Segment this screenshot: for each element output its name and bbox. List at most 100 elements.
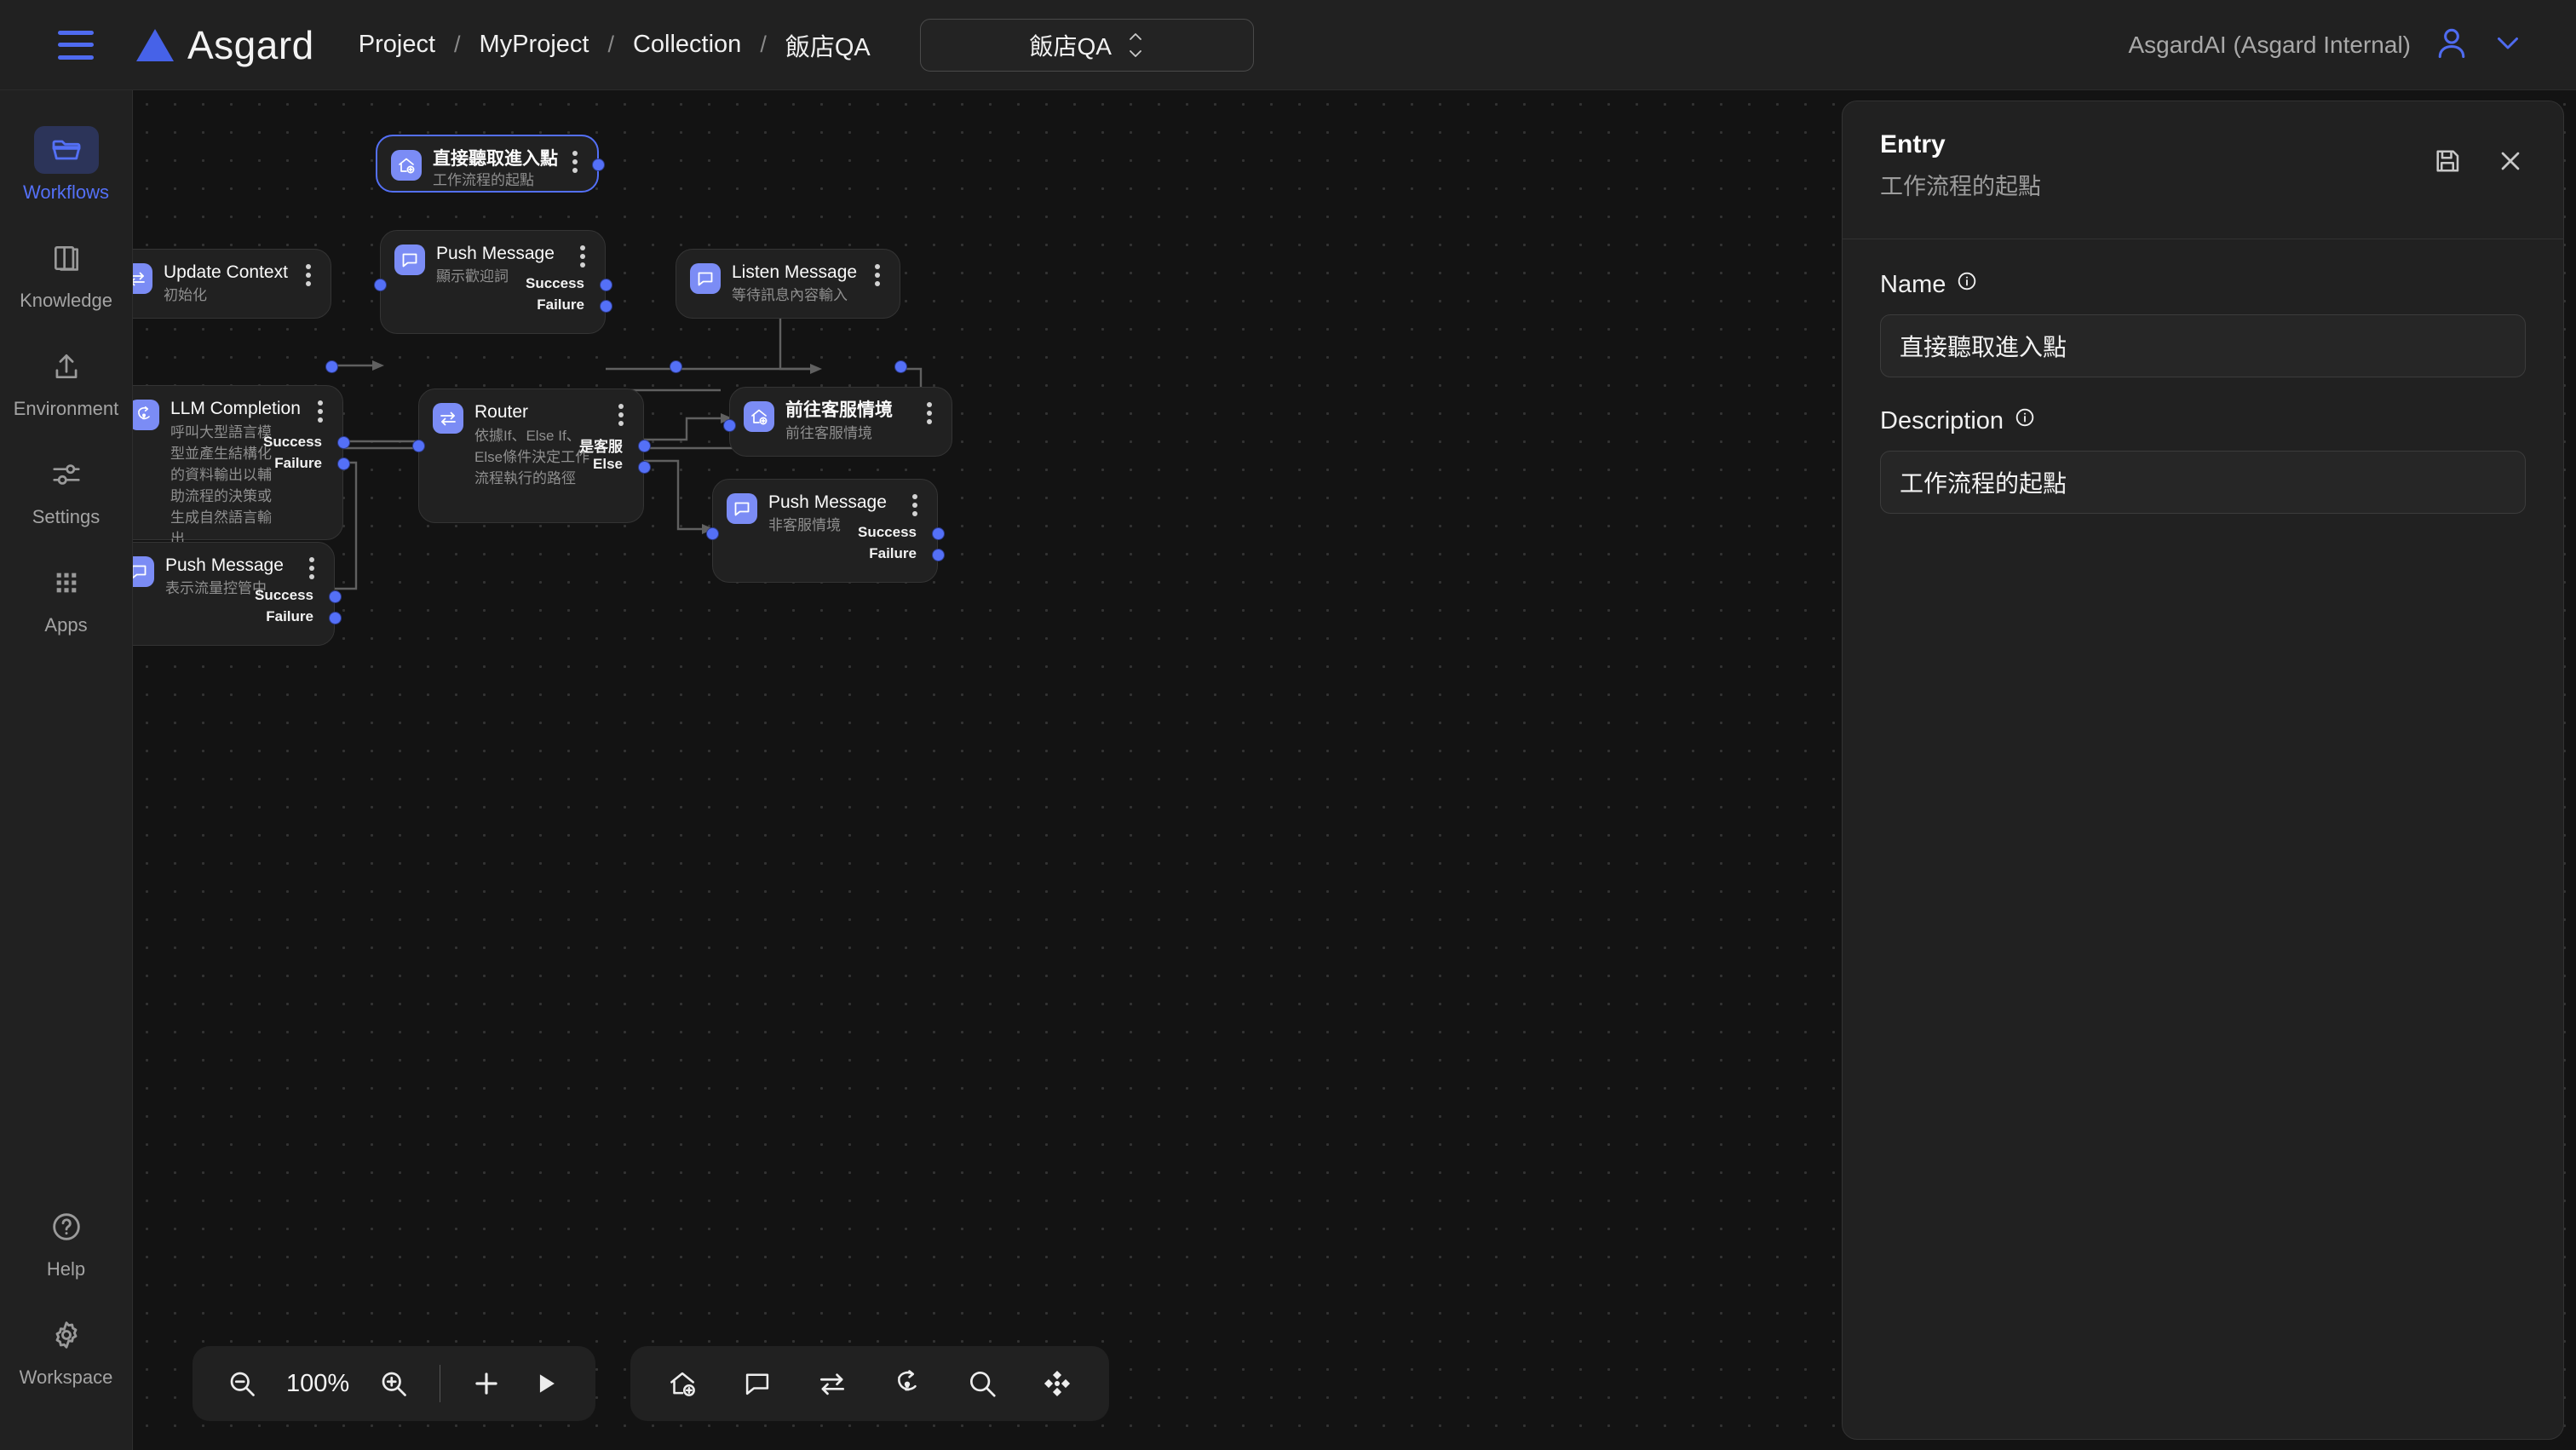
node-description: 非客服情境 xyxy=(768,517,841,533)
node-description: 前往客服情境 xyxy=(785,425,872,441)
node-output-port[interactable] xyxy=(325,360,338,373)
breadcrumb-item-collection[interactable]: Collection xyxy=(632,31,742,58)
zoom-level-label: 100% xyxy=(286,1369,350,1397)
workflow-node-llm-completion[interactable]: LLM Completion 呼叫大型語言模型並產生結構化的資料輸出以輔助流程的… xyxy=(133,385,350,547)
workflow-node-router[interactable]: Router 依據If、Else If、Else條件決定工作流程執行的路徑 是客… xyxy=(412,388,651,523)
node-output-port-success[interactable] xyxy=(337,436,350,449)
node-title: Router xyxy=(474,402,529,422)
node-text-group: 前往客服情境 前往客服情境 xyxy=(785,400,912,444)
swap-arrows-icon[interactable] xyxy=(806,1357,859,1410)
breadcrumb-item-myproject[interactable]: MyProject xyxy=(479,31,589,58)
zoom-in-icon[interactable] xyxy=(366,1356,421,1411)
description-input[interactable] xyxy=(1880,451,2526,514)
search-icon[interactable] xyxy=(956,1357,1009,1410)
workflow-node-entry[interactable]: 直接聽取進入點 工作流程的起點 xyxy=(376,135,605,193)
brand-logo[interactable]: Asgard xyxy=(136,22,314,68)
node-input-port[interactable] xyxy=(412,440,425,452)
breadcrumb-separator: / xyxy=(454,32,461,57)
breadcrumb: Project / MyProject / Collection / 飯店QA xyxy=(359,27,871,63)
workflow-node-listen-message[interactable]: Listen Message 等待訊息內容輸入 xyxy=(670,249,907,373)
node-title: LLM Completion xyxy=(170,399,301,418)
panel-title: Entry xyxy=(1880,130,1946,158)
sidebar-item-workspace[interactable]: Workspace xyxy=(13,1311,120,1389)
node-menu-icon[interactable] xyxy=(612,404,630,426)
collection-selector-value: 飯店QA xyxy=(1029,32,1112,60)
save-disk-icon[interactable] xyxy=(2432,146,2463,176)
breadcrumb-item-current[interactable]: 飯店QA xyxy=(785,33,871,61)
chevron-down-icon[interactable] xyxy=(2493,27,2523,62)
node-menu-icon[interactable] xyxy=(869,264,886,286)
breadcrumb-item-project[interactable]: Project xyxy=(358,31,436,58)
node-menu-icon[interactable] xyxy=(921,402,938,424)
workflow-node-push-message-throttle[interactable]: Push Message 表示流量控管中 Success Failure xyxy=(133,542,342,646)
zoom-out-icon[interactable] xyxy=(215,1356,269,1411)
node-title: Push Message xyxy=(436,244,555,263)
node-input-port[interactable] xyxy=(374,279,387,291)
llm-bulb-icon xyxy=(133,400,159,430)
play-icon[interactable] xyxy=(519,1356,573,1411)
field-label-text: Description xyxy=(1880,406,2004,434)
info-icon[interactable] xyxy=(2014,406,2036,435)
node-output-port-is-support[interactable] xyxy=(638,440,651,452)
plus-icon[interactable] xyxy=(459,1356,514,1411)
sidebar-item-settings[interactable]: Settings xyxy=(13,451,120,528)
node-input-port[interactable] xyxy=(706,527,719,540)
chat-bubble-icon[interactable] xyxy=(731,1357,784,1410)
node-output-port-success[interactable] xyxy=(600,279,612,291)
node-menu-icon[interactable] xyxy=(312,400,329,423)
node-port-label-failure: Failure xyxy=(869,545,917,561)
node-menu-icon[interactable] xyxy=(574,245,591,268)
sidebar-item-apps[interactable]: Apps xyxy=(13,559,120,636)
close-x-icon[interactable] xyxy=(2495,146,2526,176)
node-output-port-success[interactable] xyxy=(329,590,342,603)
workflow-node-goto-support[interactable]: 前往客服情境 前往客服情境 xyxy=(723,387,952,457)
node-output-port-failure[interactable] xyxy=(337,457,350,470)
node-menu-icon[interactable] xyxy=(303,557,320,579)
node-port-label-success: Success xyxy=(526,275,584,291)
sidebar-item-environment[interactable]: Environment xyxy=(13,342,120,420)
node-menu-icon[interactable] xyxy=(566,151,584,173)
node-description: 呼叫大型語言模型並產生結構化的資料輸出以輔助流程的決策或生成自然語言輸出 xyxy=(170,424,272,547)
node-header: 直接聽取進入點 工作流程的起點 xyxy=(391,148,584,190)
node-text-group: LLM Completion 呼叫大型語言模型並產生結構化的資料輸出以輔助流程的… xyxy=(170,398,303,550)
collection-selector[interactable]: 飯店QA xyxy=(919,18,1254,72)
node-port-label-else: Else xyxy=(593,456,623,472)
node-output-port-failure[interactable] xyxy=(932,549,945,561)
workflow-node-push-message-welcome[interactable]: Push Message 顯示歡迎詞 Success Failure xyxy=(374,230,612,334)
sidebar-item-workflows[interactable]: Workflows xyxy=(13,126,120,204)
node-output-port-else[interactable] xyxy=(638,461,651,474)
workflow-node-push-message-nonsupport[interactable]: Push Message 非客服情境 Success Failure xyxy=(706,479,945,583)
sidebar-item-label: Apps xyxy=(44,614,88,636)
workflow-node-update-context[interactable]: Update Context 初始化 xyxy=(133,249,338,373)
node-output-port-success[interactable] xyxy=(932,527,945,540)
node-input-port[interactable] xyxy=(723,419,736,432)
sidebar-item-knowledge[interactable]: Knowledge xyxy=(13,234,120,312)
swap-arrows-icon xyxy=(133,263,152,294)
node-title: Listen Message xyxy=(732,262,858,282)
hamburger-icon[interactable] xyxy=(58,30,94,60)
node-output-port[interactable] xyxy=(894,360,907,373)
node-port-label-success: Success xyxy=(263,434,322,450)
diamond-dots-icon[interactable] xyxy=(1031,1357,1084,1410)
breadcrumb-separator: / xyxy=(607,32,614,57)
llm-bulb-icon[interactable] xyxy=(881,1357,934,1410)
panel-action-group xyxy=(2432,146,2526,176)
entry-properties-panel: Entry 工作流程的起點 Name xyxy=(1842,101,2564,1440)
node-output-port[interactable] xyxy=(592,158,605,171)
breadcrumb-separator: / xyxy=(760,32,767,57)
node-output-port-failure[interactable] xyxy=(329,612,342,624)
book-icon xyxy=(34,234,99,282)
top-header-bar: Asgard Project / MyProject / Collection … xyxy=(0,0,2576,90)
entry-home-plus-icon[interactable] xyxy=(656,1357,709,1410)
node-input-port[interactable] xyxy=(670,360,682,373)
sidebar-item-label: Settings xyxy=(32,506,101,527)
user-avatar-icon[interactable] xyxy=(2433,24,2470,66)
name-input[interactable] xyxy=(1880,314,2526,377)
node-port-label-failure: Failure xyxy=(266,608,313,624)
chat-bubble-icon xyxy=(394,245,425,275)
node-menu-icon[interactable] xyxy=(906,494,923,516)
info-icon[interactable] xyxy=(1956,270,1978,299)
node-menu-icon[interactable] xyxy=(300,264,317,286)
node-output-port-failure[interactable] xyxy=(600,300,612,313)
sidebar-item-help[interactable]: Help xyxy=(13,1203,120,1280)
